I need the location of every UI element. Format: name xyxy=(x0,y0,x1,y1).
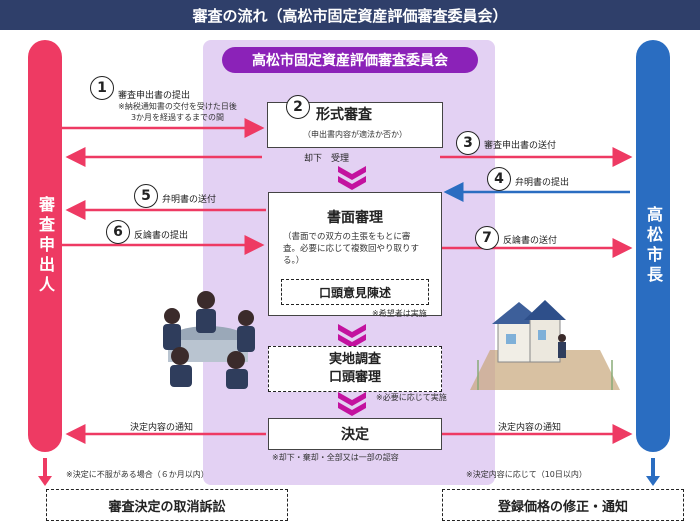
step-1-note-line1: ※納税通知書の交付を受けた日後 xyxy=(118,102,237,111)
form-review-note: （申出書内容が適法か否か） xyxy=(303,130,407,139)
left-final-note: ※決定に不服がある場合（６か月以内） xyxy=(66,470,209,479)
mayor-pillar: 高松市長 xyxy=(636,40,670,452)
onsite-survey-box: 実地調査 口頭審理 xyxy=(268,346,442,392)
step-5-label: 弁明書の送付 xyxy=(162,195,217,205)
written-review-note: （書面での双方の主張をもとに審査。必要に応じて複数回やり取りする。） xyxy=(283,232,420,266)
step-number-1: 1 xyxy=(90,76,114,100)
written-review-box: 書面審理 （書面での双方の主張をもとに審査。必要に応じて複数回やり取りする。） … xyxy=(268,192,442,316)
oral-opinion-box: 口頭意見陳述 xyxy=(281,279,429,305)
step-number-5: 5 xyxy=(134,184,158,208)
step-number-2: 2 xyxy=(286,95,310,119)
onsite-line2: 口頭審理 xyxy=(328,370,381,385)
step-number-4: 4 xyxy=(487,167,511,191)
step-4-label: 弁明書の提出 xyxy=(515,178,570,188)
form-review-title: 形式審査 xyxy=(316,107,372,123)
chevrons xyxy=(338,166,366,416)
right-final-box: 登録価格の修正・通知 xyxy=(442,489,684,521)
step-1-label: 審査申出書の提出 xyxy=(118,91,191,101)
right-final-note: ※決定内容に応じて（10日以内） xyxy=(466,470,587,479)
decision-title: 決定 xyxy=(341,427,369,443)
step-number-6: 6 xyxy=(106,220,130,244)
form-review-box: 2 形式審査 （申出書内容が適法か否か） xyxy=(267,95,443,148)
notify-left-label: 決定内容の通知 xyxy=(130,423,194,433)
onsite-note: ※必要に応じて実施 xyxy=(376,393,447,402)
notify-right-label: 決定内容の通知 xyxy=(498,423,562,433)
step-6-label: 反論書の提出 xyxy=(134,231,189,241)
step-3-label: 審査申出書の送付 xyxy=(484,141,557,151)
step-1-note: ※納税通知書の交付を受けた日後 3か月を経過するまでの間 xyxy=(90,101,265,123)
step-number-3: 3 xyxy=(456,131,480,155)
step-number-7: 7 xyxy=(475,226,499,250)
oral-opinion-note: ※希望者は実施 xyxy=(372,309,427,318)
decision-box: 決定 xyxy=(268,418,442,450)
step-1-note-line2: 3か月を経過するまでの間 xyxy=(130,113,225,122)
left-final-box: 審査決定の取消訴訟 xyxy=(46,489,288,521)
reject-accept-label: 却下 受理 xyxy=(300,151,354,164)
step-7-label: 反論書の送付 xyxy=(503,236,558,246)
decision-note: ※却下・棄却・全部又は一部の認容 xyxy=(272,453,399,462)
applicant-pillar: 審査申出人 xyxy=(28,40,62,452)
committee-header: 高松市固定資産評価審査委員会 xyxy=(222,47,478,73)
written-review-title: 書面審理 xyxy=(327,210,383,226)
onsite-line1: 実地調査 xyxy=(328,352,381,367)
page-title: 審査の流れ（高松市固定資産評価審査委員会） xyxy=(0,0,700,30)
